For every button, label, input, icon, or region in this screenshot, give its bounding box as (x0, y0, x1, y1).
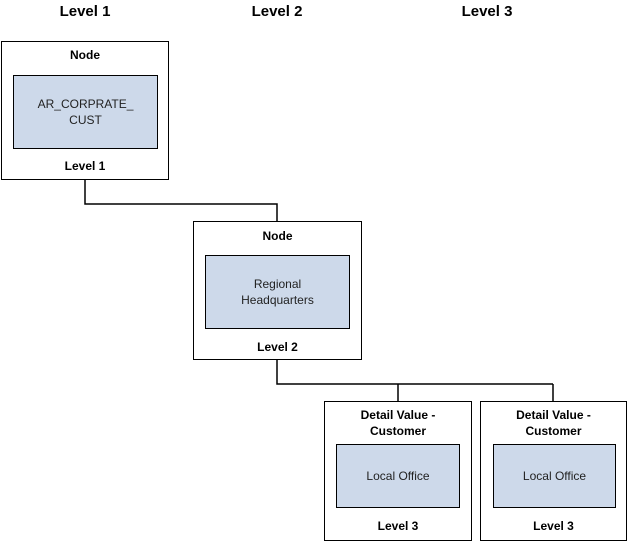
node-title-line: Customer (525, 424, 582, 438)
node-label-line: Local Office (522, 469, 587, 483)
node-label-line: Headquarters (241, 293, 314, 307)
node-label-box: Regional Headquarters (205, 255, 350, 329)
node-level-label: Level 3 (533, 519, 574, 533)
tree-node-level-2: Node Regional Headquarters Level 2 (193, 221, 362, 360)
level-header-1: Level 1 (59, 3, 111, 20)
node-title: Node (70, 48, 100, 62)
node-title-line: Detail Value - (360, 408, 436, 422)
tree-node-level-1: Node AR_CORPRATE_ CUST Level 1 (1, 41, 169, 180)
node-label-box: AR_CORPRATE_ CUST (13, 75, 158, 149)
node-level-label: Level 1 (64, 159, 106, 173)
node-title-line: Customer (369, 424, 426, 438)
node-title: Node (262, 229, 293, 243)
node-label-box: Local Office (493, 444, 616, 508)
node-label-line: Local Office (366, 469, 430, 483)
node-label-line: AR_CORPRATE_ (37, 97, 134, 111)
node-title: Detail Value - Customer (481, 407, 626, 439)
node-level-label: Level 2 (257, 340, 298, 354)
node-level-label: Level 3 (377, 519, 419, 533)
node-title: Detail Value - Customer (325, 407, 471, 439)
connector-node2-to-level3 (276, 360, 553, 385)
node-title-line: Detail Value - (516, 408, 591, 422)
node-label-line: CUST (69, 113, 102, 127)
node-label-box: Local Office (336, 444, 460, 508)
level-header-2: Level 2 (251, 3, 303, 20)
connector-node1-to-node2 (84, 180, 278, 221)
level-header-3: Level 3 (461, 3, 513, 20)
node-label-line: Regional (253, 277, 302, 291)
tree-node-level-3-b: Detail Value - Customer Local Office Lev… (480, 401, 627, 541)
tree-node-level-3-a: Detail Value - Customer Local Office Lev… (324, 401, 472, 541)
